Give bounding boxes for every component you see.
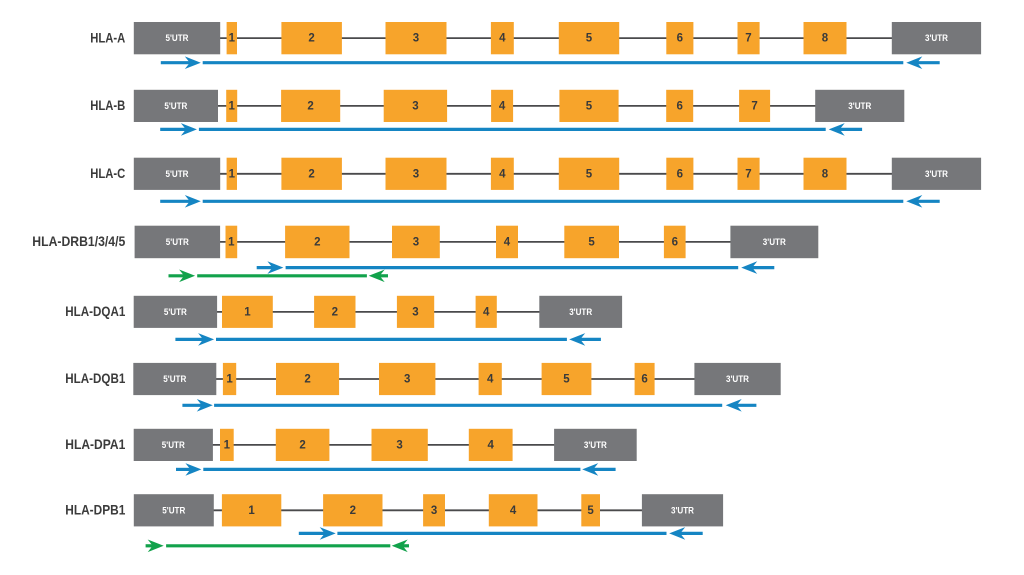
svg-text:4: 4 (499, 33, 506, 45)
svg-text:4: 4 (499, 100, 506, 112)
svg-text:3'UTR: 3'UTR (671, 505, 694, 515)
svg-text:5'UTR: 5'UTR (162, 505, 185, 515)
svg-text:3'UTR: 3'UTR (569, 307, 592, 317)
svg-text:HLA-B: HLA-B (90, 97, 125, 113)
svg-text:5: 5 (586, 33, 593, 45)
svg-text:5'UTR: 5'UTR (164, 101, 187, 111)
svg-text:5: 5 (563, 374, 570, 386)
svg-text:HLA-DQA1: HLA-DQA1 (65, 303, 125, 319)
svg-text:2: 2 (308, 33, 314, 45)
svg-text:2: 2 (314, 236, 320, 248)
svg-text:1: 1 (244, 306, 251, 318)
svg-text:2: 2 (350, 505, 356, 517)
svg-text:HLA-DPA1: HLA-DPA1 (65, 436, 125, 452)
svg-text:2: 2 (299, 439, 305, 451)
svg-text:5: 5 (586, 100, 593, 112)
svg-text:4: 4 (510, 505, 517, 517)
svg-text:HLA-DQB1: HLA-DQB1 (65, 370, 125, 386)
svg-text:6: 6 (677, 33, 683, 45)
svg-text:3: 3 (396, 439, 402, 451)
svg-text:1: 1 (228, 100, 235, 112)
svg-text:3: 3 (412, 306, 418, 318)
svg-text:3'UTR: 3'UTR (726, 374, 749, 384)
svg-text:3: 3 (413, 236, 419, 248)
svg-text:6: 6 (676, 100, 682, 112)
svg-text:4: 4 (499, 168, 506, 180)
svg-text:7: 7 (745, 33, 751, 45)
svg-text:1: 1 (229, 168, 236, 180)
svg-text:2: 2 (332, 306, 338, 318)
svg-text:7: 7 (751, 100, 757, 112)
svg-text:8: 8 (822, 33, 829, 45)
svg-text:3: 3 (404, 374, 410, 386)
svg-text:2: 2 (307, 100, 313, 112)
svg-text:3'UTR: 3'UTR (763, 237, 786, 247)
svg-text:5'UTR: 5'UTR (166, 237, 189, 247)
svg-text:6: 6 (672, 236, 678, 248)
svg-text:5'UTR: 5'UTR (164, 307, 187, 317)
svg-text:2: 2 (304, 374, 310, 386)
svg-text:1: 1 (224, 439, 231, 451)
svg-text:5: 5 (588, 236, 595, 248)
svg-text:3: 3 (412, 100, 418, 112)
svg-text:5: 5 (587, 505, 594, 517)
svg-text:5'UTR: 5'UTR (166, 33, 189, 43)
svg-text:3'UTR: 3'UTR (584, 440, 607, 450)
svg-text:3: 3 (413, 33, 419, 45)
svg-text:5'UTR: 5'UTR (162, 440, 185, 450)
svg-text:5: 5 (586, 168, 593, 180)
svg-text:8: 8 (822, 168, 829, 180)
svg-text:5'UTR: 5'UTR (166, 169, 189, 179)
svg-text:7: 7 (745, 168, 751, 180)
svg-text:1: 1 (228, 236, 235, 248)
svg-text:3'UTR: 3'UTR (925, 33, 948, 43)
svg-text:HLA-DPB1: HLA-DPB1 (65, 502, 125, 518)
svg-text:HLA-C: HLA-C (90, 165, 125, 181)
svg-text:3: 3 (431, 505, 437, 517)
svg-text:3: 3 (413, 168, 419, 180)
svg-text:4: 4 (487, 439, 494, 451)
svg-text:HLA-A: HLA-A (90, 29, 125, 45)
svg-text:5'UTR: 5'UTR (163, 374, 186, 384)
svg-text:1: 1 (248, 505, 255, 517)
svg-text:3'UTR: 3'UTR (925, 169, 948, 179)
svg-text:6: 6 (641, 374, 647, 386)
svg-text:2: 2 (308, 168, 314, 180)
svg-text:3'UTR: 3'UTR (848, 101, 871, 111)
svg-text:6: 6 (677, 168, 683, 180)
svg-text:1: 1 (226, 374, 233, 386)
svg-text:1: 1 (229, 33, 236, 45)
svg-text:4: 4 (483, 306, 490, 318)
svg-text:4: 4 (504, 236, 511, 248)
svg-text:HLA-DRB1/3/4/5: HLA-DRB1/3/4/5 (32, 233, 125, 249)
svg-text:4: 4 (487, 374, 494, 386)
